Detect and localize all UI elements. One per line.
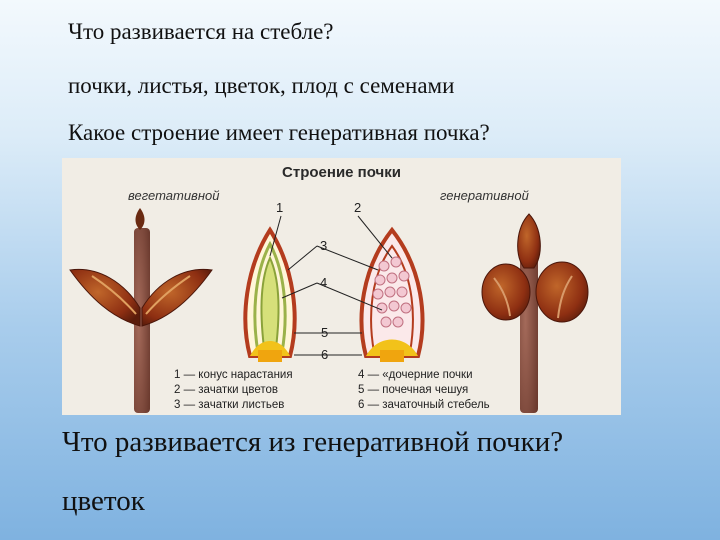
legend-right: 4 — «дочерние почки 5 — почечная чешуя 6… [358,368,490,413]
callout-1: 1 [276,200,283,215]
callout-2: 2 [354,200,361,215]
callout-4: 4 [320,275,327,290]
legend-item-leaf-primordia: 3 — зачатки листьев [174,398,293,413]
generative-bud-section [362,230,423,362]
legend-item-bud-scale: 5 — почечная чешуя [358,383,490,398]
generative-bud-twig [482,214,588,413]
vegetative-bud-label: вегетативной [128,188,219,203]
legend-left: 1 — конус нарастания 2 — зачатки цветов … [174,368,293,413]
question-generative-bud-develops: Что развивается из генеративной почки? [62,428,563,457]
legend-item-flower-primordia: 2 — зачатки цветов [174,383,293,398]
bud-structure-figure: Строение почки вегетативной генеративной… [62,158,621,415]
legend-item-daughter-buds: 4 — «дочерние почки [358,368,490,383]
question-stem-development: Что развивается на стебле? [68,20,334,43]
callout-3: 3 [320,238,327,253]
answer-stem-development: почки, листья, цветок, плод с семенами [68,74,454,97]
legend-item-growth-cone: 1 — конус нарастания [174,368,293,383]
callout-6: 6 [321,347,328,362]
answer-generative-bud-develops: цветок [62,487,145,516]
legend-item-rudimentary-stem: 6 — зачаточный стебель [358,398,490,413]
figure-title: Строение почки [62,164,621,181]
generative-bud-label: генеративной [440,188,529,203]
question-generative-bud-structure: Какое строение имеет генеративная почка? [68,121,490,144]
callout-5: 5 [321,325,328,340]
